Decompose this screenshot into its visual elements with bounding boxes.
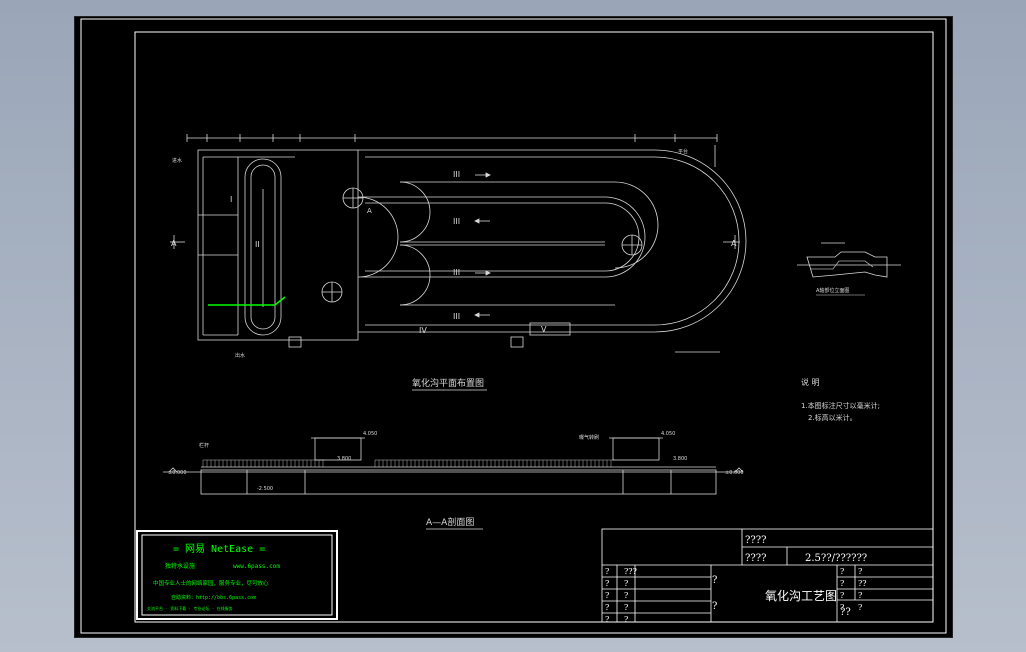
section-title: A—A剖面图	[426, 516, 474, 528]
elev-bottom: -2.500	[257, 486, 273, 492]
zone-ii-label: II	[255, 240, 260, 249]
tb-drawing-name: 氧化沟工艺图	[765, 589, 837, 603]
outer-frame	[80, 18, 947, 634]
green-pipe	[208, 296, 286, 306]
tb-right-cell-0-1: ?	[858, 567, 862, 576]
channel-label-4: III	[453, 312, 460, 321]
tb-left-cell-1-1: ?	[624, 579, 628, 588]
aerator-note: 曝气转刷	[579, 434, 599, 441]
tb-right-cell-3-0: ?	[840, 603, 844, 612]
plan-title: 氧化沟平面布置图	[412, 377, 484, 389]
tb-left-cell-3-1: ?	[624, 603, 628, 612]
stamp-line-3: 交流平台 · 资料下载 · 专业论坛 · 在线服务	[147, 605, 233, 611]
detail-title: A轴部位立面图	[816, 287, 849, 294]
elev-top-left: ±0.000	[168, 470, 187, 476]
stamp-title: = 网易 NetEase =	[173, 543, 265, 555]
tb-left-cell-3-0: ?	[605, 603, 609, 612]
tb-left-cell-4-1: ?	[624, 615, 628, 624]
tb-rows-right: ?????????	[840, 567, 867, 612]
stamp-url: www.6pass.com	[233, 563, 280, 570]
title-block	[601, 528, 934, 623]
tb-scale-value: 2.5??/??????	[805, 553, 867, 564]
stamp-line-2: 自助资料：http://bbs.6pass.com	[171, 594, 256, 601]
zone-v-label: V	[541, 325, 547, 334]
tb-left-cell-0-0: ?	[605, 567, 609, 576]
zone-i-label: I	[230, 195, 232, 204]
note-item-2: 2.标高以米计。	[808, 413, 857, 422]
tb-field-top-2: ????	[745, 553, 766, 564]
tb-left-cell-4-0: ?	[605, 615, 609, 624]
section-view	[163, 437, 744, 495]
section-mark-left: A	[171, 239, 177, 248]
tb-left-cell-2-0: ?	[605, 591, 609, 600]
elev-left: 4.050	[363, 431, 377, 437]
tb-right-cell-2-0: ?	[840, 591, 844, 600]
tb-field-top-1: ????	[745, 535, 766, 546]
zone-iv-label: IV	[419, 326, 427, 335]
water-right: 3.800	[673, 456, 687, 462]
tb-rows-left: ????????????	[605, 567, 637, 624]
notes-heading: 说 明	[801, 377, 820, 387]
stamp-line-1: 中国专业人士的网络家园，服务专业，尽可放心	[153, 579, 269, 587]
elev-top-right: ±0.000	[725, 470, 744, 476]
section-a-label: A	[367, 207, 372, 215]
plan-view	[170, 134, 747, 353]
channel-label-2: III	[453, 217, 460, 226]
tb-left-cell-1-0: ?	[605, 579, 609, 588]
channel-label-3: III	[453, 268, 460, 277]
walkway-label: 平台	[678, 148, 688, 155]
tb-q-mark-1: ?	[712, 575, 717, 586]
tb-right-cell-3-1: ?	[858, 603, 862, 612]
tb-right-cell-1-1: ??	[858, 579, 867, 588]
railing-hatch	[202, 460, 612, 467]
netease-stamp	[136, 530, 338, 620]
detail-view	[797, 242, 901, 278]
tb-right-mark: ??	[840, 607, 851, 618]
water-left: 3.800	[337, 456, 351, 462]
tb-right-cell-2-1: ?	[858, 591, 862, 600]
note-item-1: 1.本图标注尺寸以毫米计;	[801, 401, 880, 410]
tb-right-cell-1-0: ?	[840, 579, 844, 588]
inlet-label: 进水	[172, 157, 182, 164]
section-mark-right: A	[731, 239, 737, 248]
inner-frame	[134, 31, 934, 623]
cad-viewport[interactable]: III III III III I II IV V A 进水 出水 平台 A A…	[74, 16, 953, 638]
rail-label: 栏杆	[199, 442, 209, 449]
tb-right-cell-0-0: ?	[840, 567, 844, 576]
elev-right: 4.050	[661, 431, 675, 437]
cad-drawing: III III III III I II IV V A 进水 出水 平台 A A…	[80, 18, 947, 634]
tb-left-cell-0-1: ???	[624, 567, 637, 576]
stamp-subtitle: 独特水设施	[165, 562, 195, 570]
tb-left-cell-2-1: ?	[624, 591, 628, 600]
outlet-label: 出水	[235, 352, 245, 359]
channel-label-1: III	[453, 170, 460, 179]
tb-q-mark-2: ?	[712, 601, 717, 612]
